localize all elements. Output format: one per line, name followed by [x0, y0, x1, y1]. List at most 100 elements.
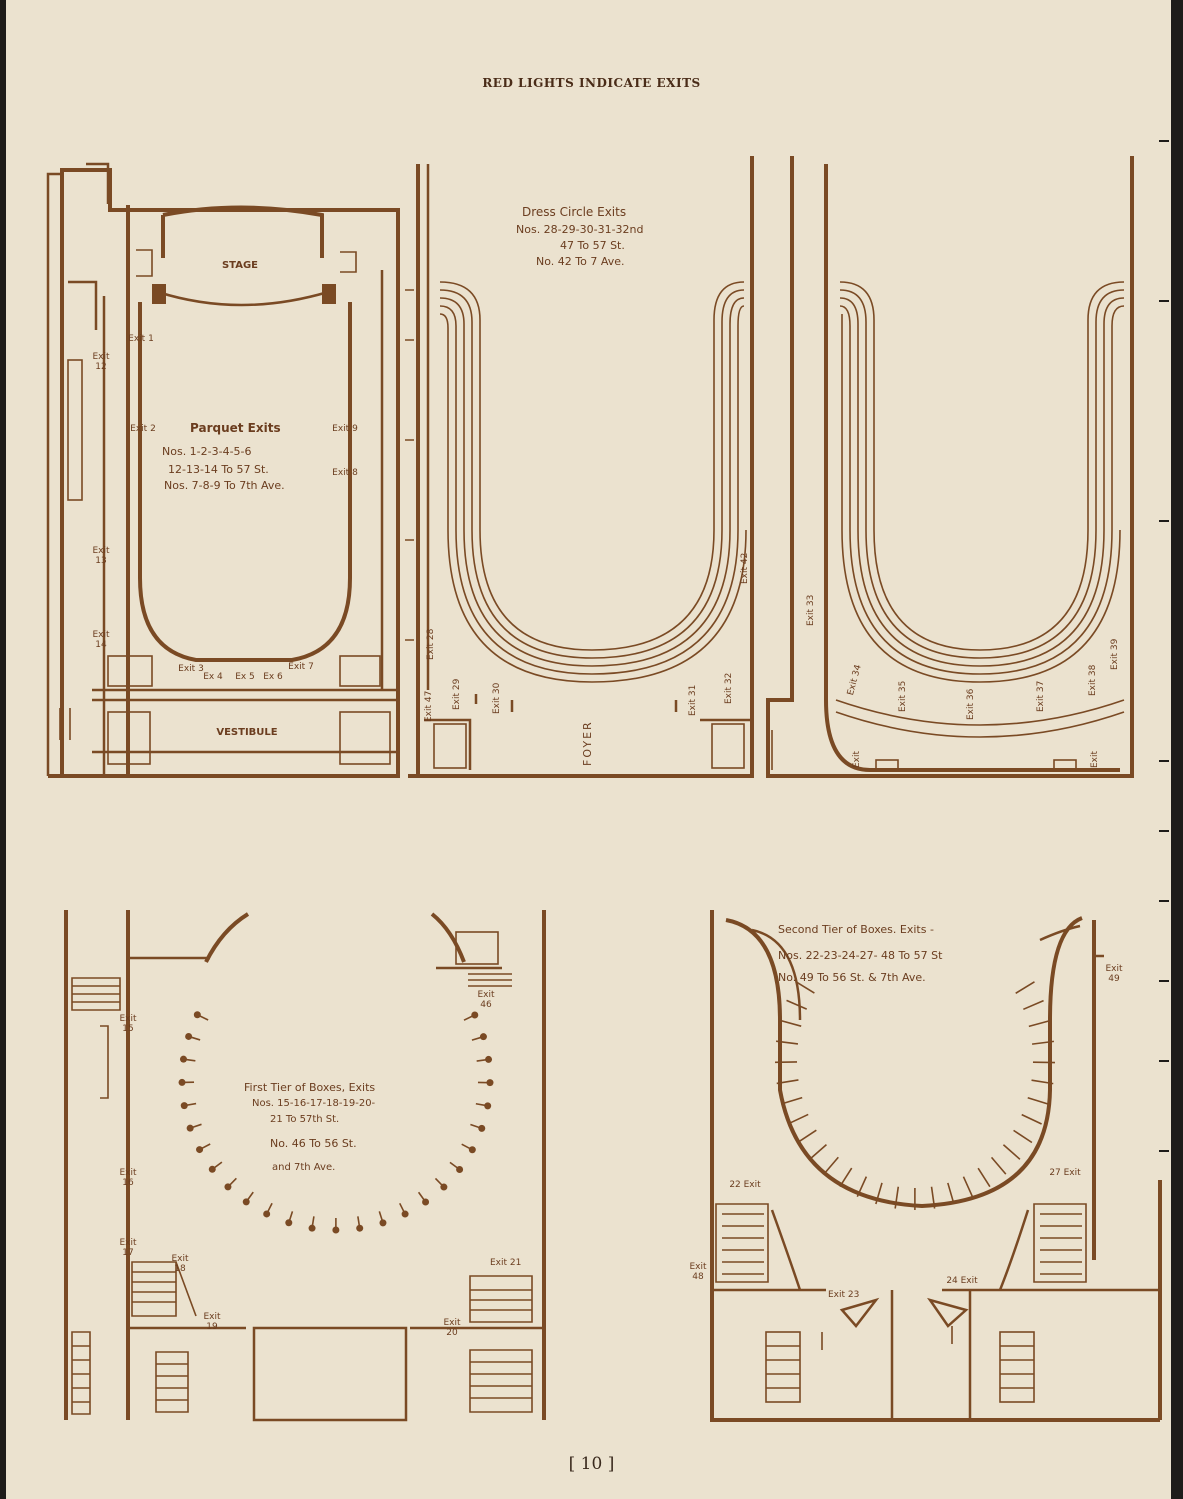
box-post: [486, 1079, 494, 1087]
first-tier-line-1: Nos. 15-16-17-18-19-20-: [252, 1098, 376, 1109]
dress-circle-line-3: No. 42 To 7 Ave.: [536, 255, 625, 268]
exit-20-label: Exit 20: [443, 1318, 461, 1339]
box-partition: [875, 1182, 883, 1205]
box-post: [285, 1219, 293, 1227]
exit-29-label: Exit 29: [452, 678, 462, 710]
box-partition: [779, 1019, 802, 1027]
parquet-line-1: Nos. 1-2-3-4-5-6: [162, 445, 252, 458]
box-post: [208, 1165, 216, 1173]
page-number: [ 10 ]: [568, 1454, 615, 1474]
exit-13-label: Exit 13: [92, 546, 110, 567]
second-tier-title: Second Tier of Boxes. Exits -: [778, 923, 934, 936]
box-partition: [1002, 1144, 1021, 1160]
box-partition: [776, 1079, 799, 1085]
page-edge-notch: [1159, 520, 1169, 522]
exit-1-label: Exit 1: [128, 334, 154, 344]
box-partition: [990, 1156, 1007, 1175]
exit-7-label: Exit 7: [288, 662, 314, 672]
box-post: [379, 1219, 387, 1227]
exit-16-label: Exit 16: [119, 1168, 137, 1189]
box-post: [356, 1224, 364, 1232]
exit-14-label: Exit 14: [92, 630, 110, 651]
box-post: [263, 1210, 271, 1218]
box-partition: [780, 1096, 803, 1105]
box-partition: [930, 1186, 936, 1209]
exit-24-label: 24 Exit: [946, 1276, 978, 1286]
page-edge-notch: [1159, 1060, 1169, 1062]
box-post: [179, 1055, 187, 1063]
box-partition: [1023, 999, 1044, 1011]
exit-22-label: 22 Exit: [729, 1180, 761, 1190]
box-post: [485, 1055, 493, 1063]
parquet-plan: [46, 162, 414, 778]
exit-15-label: Exit 15: [119, 1014, 137, 1035]
first-tier-line-2: 21 To 57th St.: [270, 1114, 340, 1125]
exit-37-label: Exit 37: [1036, 680, 1046, 712]
exit-18-label: Exit 18: [171, 1254, 189, 1275]
exit-31-label: Exit 31: [688, 684, 698, 716]
exit-27-label: 27 Exit: [1049, 1168, 1081, 1178]
exit-left-label: Exit: [852, 750, 862, 768]
page-edge-notch: [1159, 980, 1169, 982]
exit-2-label: Exit 2: [130, 424, 156, 434]
box-partition: [1013, 1129, 1033, 1144]
box-post: [193, 1011, 201, 1019]
box-partition: [856, 1176, 868, 1197]
box-partition: [1027, 1097, 1050, 1106]
box-partition: [1028, 1019, 1051, 1028]
exit-30-label: Exit 30: [492, 682, 502, 714]
box-partition: [1031, 1079, 1054, 1085]
box-post: [308, 1224, 316, 1232]
exit-46-label: Exit 46: [477, 990, 495, 1011]
exit-36-label: Exit 36: [966, 688, 976, 720]
dress-circle-title: Dress Circle Exits: [522, 205, 627, 219]
exit-39-label: Exit 39: [1110, 638, 1120, 670]
exit-19-label: Exit 19: [203, 1312, 221, 1333]
exit-28-label: Exit 28: [426, 628, 436, 660]
box-post: [456, 1165, 464, 1173]
box-post: [332, 1226, 340, 1234]
page-header: RED LIGHTS INDICATE EXITS: [482, 76, 701, 90]
page-edge-notch: [1159, 140, 1169, 142]
box-post: [478, 1124, 486, 1132]
box-post: [185, 1032, 193, 1040]
exit-21-label: Exit 21: [490, 1258, 522, 1268]
exit-17-label: Exit 17: [119, 1238, 137, 1259]
box-partition: [1031, 1040, 1055, 1045]
first-tier-title: First Tier of Boxes, Exits: [244, 1081, 376, 1094]
box-post: [242, 1198, 250, 1206]
page-edge-notch: [1159, 300, 1169, 302]
exit-23-label: Exit 23: [828, 1290, 860, 1300]
exit-49-label: Exit 49: [1105, 964, 1123, 985]
box-partition: [776, 1040, 799, 1045]
box-partition: [977, 1167, 991, 1188]
box-partition: [1015, 981, 1035, 994]
exit-12-label: Exit 12: [92, 352, 110, 373]
page-edge-notch: [1159, 900, 1169, 902]
box-partition: [1021, 1113, 1042, 1125]
parquet-line-3: Nos. 7-8-9 To 7th Ave.: [164, 479, 285, 492]
page-edge-notch: [1159, 1150, 1169, 1152]
box-post: [484, 1102, 492, 1110]
dress-circle-upper-plan: [766, 156, 1134, 778]
box-post: [180, 1102, 188, 1110]
first-tier-line-3: No. 46 To 56 St.: [270, 1137, 357, 1150]
box-post: [178, 1078, 186, 1086]
box-partition: [786, 999, 808, 1010]
vestibule-label: VESTIBULE: [216, 727, 278, 738]
box-partition: [787, 1113, 809, 1125]
exit-47-label: Exit 47: [424, 690, 434, 722]
exit-8-label: Exit 8: [332, 468, 358, 478]
dress-circle-line-1: Nos. 28-29-30-31-32nd: [516, 223, 644, 236]
exit-5-label: Ex 5: [235, 672, 255, 682]
dress-circle-plan: [408, 156, 754, 778]
box-partition: [797, 1129, 817, 1143]
box-partition: [809, 1143, 827, 1160]
dress-circle-line-2: 47 To 57 St.: [560, 239, 625, 252]
stage-label: STAGE: [221, 260, 259, 271]
second-tier-line-1: Nos. 22-23-24-27- 48 To 57 St: [778, 949, 943, 962]
box-post: [440, 1183, 448, 1191]
box-partition: [823, 1156, 839, 1175]
exit-32-label: Exit 32: [724, 672, 734, 704]
